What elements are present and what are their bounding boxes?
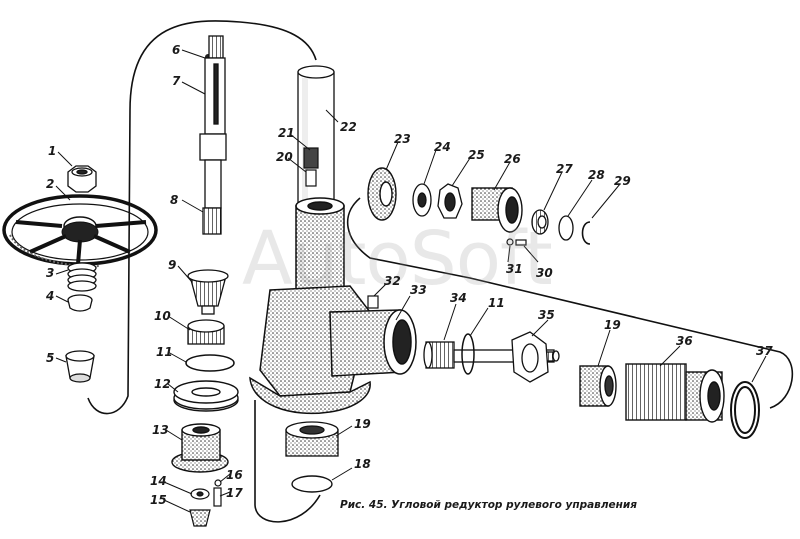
callout-13: 13 <box>152 423 169 437</box>
callout-30: 30 <box>536 266 553 280</box>
callout-11: 11 <box>156 345 173 359</box>
callout-28: 28 <box>588 168 605 182</box>
callout-23: 23 <box>394 132 411 146</box>
part-35-gasket <box>511 331 549 383</box>
callout-9: 9 <box>168 258 177 272</box>
callout-2: 2 <box>46 177 55 191</box>
callout-19-right: 19 <box>604 318 621 332</box>
callout-1: 1 <box>48 144 57 158</box>
part-16-17-bolt <box>213 479 222 507</box>
part-11-ring <box>185 354 235 372</box>
callout-25: 25 <box>468 148 485 162</box>
callout-10: 10 <box>154 309 171 323</box>
callout-26: 26 <box>504 152 521 166</box>
part-10-bearing <box>187 319 225 345</box>
gearbox-housing <box>249 197 417 415</box>
callout-15: 15 <box>150 493 167 507</box>
callout-16: 16 <box>226 468 243 482</box>
callout-12: 12 <box>154 377 171 391</box>
callout-27: 27 <box>556 162 573 176</box>
callout-32: 32 <box>384 274 401 288</box>
part-24-washer <box>412 183 432 217</box>
callout-37: 37 <box>756 344 773 358</box>
part-18-ring <box>291 475 333 493</box>
part-1-nut <box>67 165 97 193</box>
callout-22: 22 <box>340 120 357 134</box>
part-3-spring <box>67 262 97 292</box>
part-28-ring <box>558 215 574 241</box>
callout-17: 17 <box>226 486 243 500</box>
callout-36: 36 <box>676 334 693 348</box>
callout-20: 20 <box>276 150 293 164</box>
part-36-bearing-housing <box>625 363 725 423</box>
callout-14: 14 <box>150 474 167 488</box>
callout-5: 5 <box>46 351 55 365</box>
part-2-steering-wheel <box>2 194 158 268</box>
callout-4: 4 <box>46 289 55 303</box>
part-9-bevel-gear <box>187 269 229 315</box>
part-25-nut <box>437 183 463 219</box>
part-29-snap-ring <box>581 221 591 245</box>
callout-7: 7 <box>172 74 181 88</box>
part-37-seal-ring <box>730 381 760 439</box>
part-20-21-clamp <box>303 147 319 187</box>
figure-caption: Рис. 45. Угловой редуктор рулевого управ… <box>340 499 637 511</box>
callout-19: 19 <box>354 417 371 431</box>
callout-34: 34 <box>450 291 467 305</box>
part-19-bearing-bottom <box>285 421 339 457</box>
part-4-cup <box>67 294 93 312</box>
part-26-cover <box>471 187 523 233</box>
part-12-washers <box>173 380 239 412</box>
leader-lines <box>55 49 767 513</box>
assembly-path-lines <box>87 20 794 523</box>
part-15-plug <box>189 509 211 527</box>
part-22-column-tube <box>297 65 335 209</box>
callout-31: 31 <box>506 262 523 276</box>
part-30-31-bolt <box>506 238 527 246</box>
callout-6: 6 <box>172 43 181 57</box>
callout-33: 33 <box>410 283 427 297</box>
part-27-seal <box>531 209 549 235</box>
callout-35: 35 <box>538 308 555 322</box>
part-19-bearing-right <box>579 365 617 407</box>
part-7-8-column-shaft <box>199 35 227 235</box>
part-14-washer <box>190 488 210 500</box>
callout-11-right: 11 <box>488 296 505 310</box>
callout-18: 18 <box>354 457 371 471</box>
callout-21: 21 <box>278 126 295 140</box>
callout-8: 8 <box>170 193 179 207</box>
part-13-flange-housing <box>171 423 229 473</box>
callout-3: 3 <box>46 266 55 280</box>
callout-24: 24 <box>434 140 451 154</box>
part-5-bushing <box>65 350 95 383</box>
part-32-plug <box>367 295 379 309</box>
part-11-ring-right <box>461 333 475 375</box>
callout-29: 29 <box>614 174 631 188</box>
part-23-bearing <box>367 167 397 221</box>
